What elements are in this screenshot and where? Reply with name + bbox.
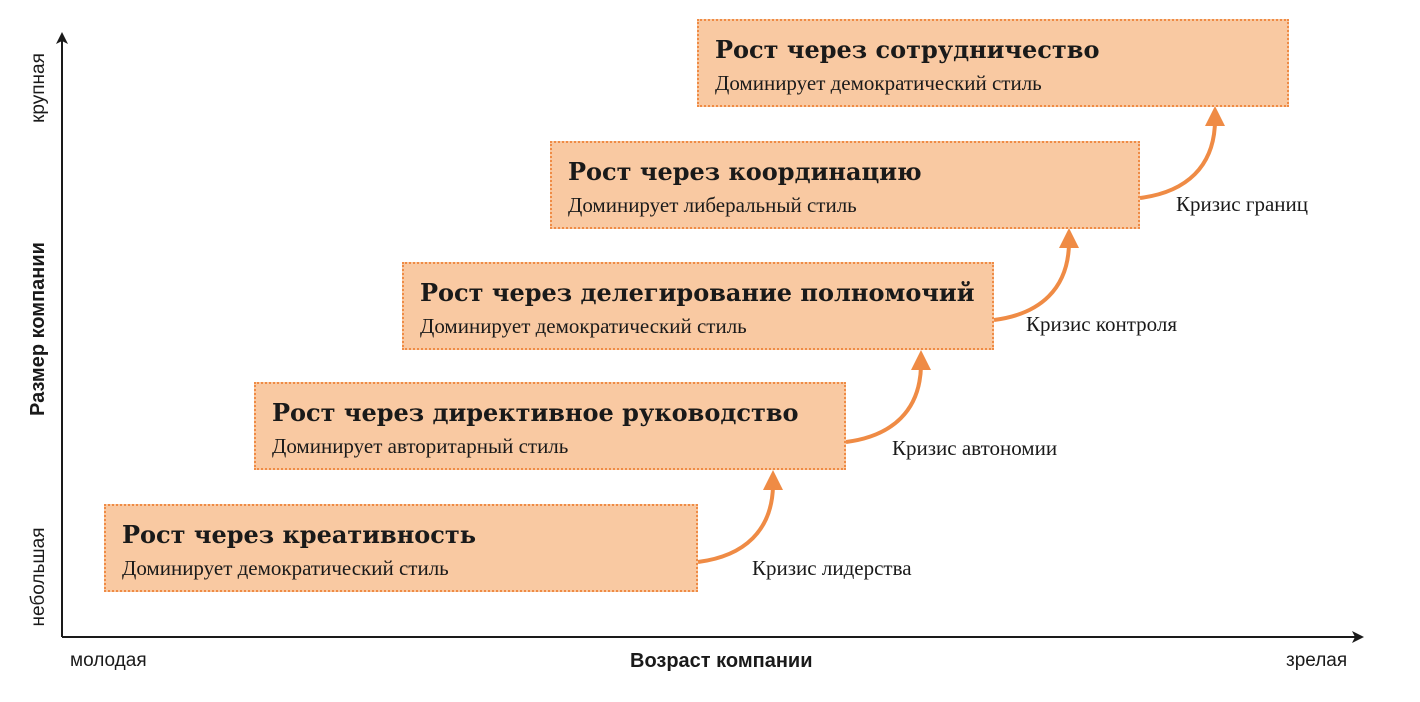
stage-title: Рост через сотрудничество [715,35,1100,64]
crisis-arrow-2 [845,350,931,444]
x-axis-min-label: молодая [70,650,147,671]
stage-style: Доминирует демократический стиль [122,556,449,580]
stage-title: Рост через координацию [568,157,922,186]
stage-box-creativity: Рост через креативность Доминирует демок… [104,504,698,592]
stage-title: Рост через креативность [122,520,477,549]
stage-style: Доминирует либеральный стиль [568,193,857,217]
stage-box-delegation: Рост через делегирование полномочий Доми… [402,262,994,350]
crisis-label-control: Кризис контроля [1026,312,1178,336]
crisis-arrow-1 [697,470,783,564]
crisis-arrow-3 [993,228,1079,322]
crisis-label-boundaries: Кризис границ [1176,192,1308,216]
stage-title: Рост через директивное руководство [272,398,799,427]
x-axis-max-label: зрелая [1286,650,1348,671]
y-axis-max-label: крупная [28,53,49,123]
x-axis-title: Возраст компании [630,650,813,672]
crisis-label-leadership: Кризис лидерства [752,556,912,580]
y-axis-title: Размер компании [27,242,49,416]
stage-box-collaboration: Рост через сотрудничество Доминирует дем… [697,19,1289,107]
stage-style: Доминирует демократический стиль [420,314,747,338]
y-axis-min-label: небольшая [28,527,49,627]
stage-style: Доминирует демократический стиль [715,71,1042,95]
crisis-label-autonomy: Кризис автономии [892,436,1058,460]
stage-style: Доминирует авторитарный стиль [272,434,569,458]
stage-box-direction: Рост через директивное руководство Домин… [254,382,846,470]
stage-box-coordination: Рост через координацию Доминирует либера… [550,141,1140,229]
stage-title: Рост через делегирование полномочий [420,278,975,307]
crisis-arrow-4 [1139,106,1225,200]
